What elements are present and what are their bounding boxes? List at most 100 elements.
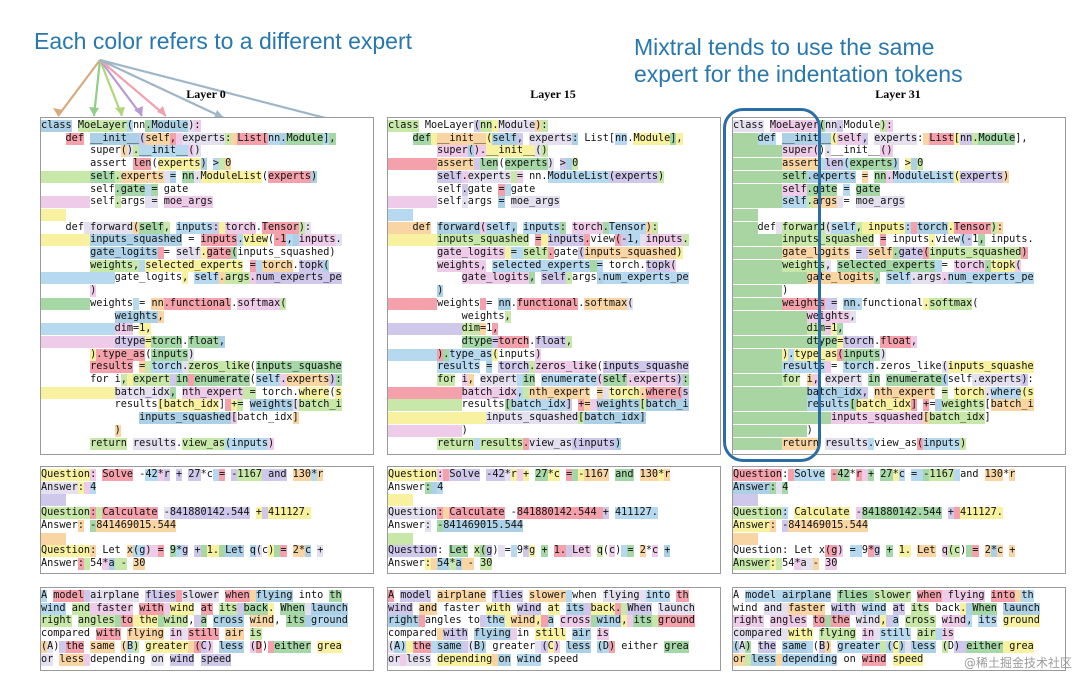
- token: [114, 557, 121, 570]
- token: 841469015.544: [443, 519, 523, 532]
- token: *: [523, 545, 530, 558]
- token: ,: [516, 386, 523, 399]
- text-line: results = torch.zeros_like(inputs_squash…: [41, 361, 342, 374]
- token: .: [596, 272, 603, 285]
- token: (: [480, 221, 487, 234]
- token: inputs: [645, 234, 683, 247]
- token: class: [41, 120, 72, 132]
- token: ,: [825, 259, 832, 272]
- token: batch_idx: [163, 399, 219, 412]
- token: (: [188, 145, 195, 158]
- token: ModuleList: [892, 170, 954, 183]
- token: =: [492, 335, 499, 348]
- layer-31-code-panel: class MoeLayer(nn.Module): def __init__(…: [732, 117, 1066, 455]
- token: self: [90, 196, 115, 208]
- token: angles: [769, 615, 807, 628]
- token: functional: [516, 297, 579, 310]
- indent-token: [733, 221, 758, 234]
- token: torch: [498, 335, 530, 348]
- token: flying: [126, 628, 164, 641]
- token: zeros_like: [535, 361, 597, 374]
- indent-token: [41, 349, 90, 361]
- text-line: for i, expert in enumerate(self.experts)…: [388, 374, 689, 386]
- token: .: [529, 361, 536, 374]
- token: Answer: [41, 519, 78, 531]
- token: [775, 481, 783, 494]
- token: [886, 615, 893, 628]
- text-line: inputs_squashed = inputs.view(-1, inputs…: [733, 234, 1034, 247]
- text-line: def __init__(self, experts: List[nn.Modu…: [733, 132, 1028, 145]
- token: ): [145, 545, 152, 558]
- token: .: [182, 361, 189, 374]
- token: (: [941, 640, 948, 653]
- token: view_as: [529, 437, 573, 450]
- text-line: Question: Calculate -841880142.544 + 411…: [388, 507, 658, 520]
- text-line: or less depending on wind speed: [733, 653, 924, 666]
- token: 42: [837, 469, 850, 481]
- token: (: [249, 361, 256, 373]
- token: where: [990, 386, 1022, 399]
- token: right: [41, 615, 72, 628]
- token: inputs_squashe: [602, 361, 689, 374]
- indent-token: [733, 374, 783, 386]
- token: .: [541, 170, 548, 182]
- token: [175, 590, 183, 602]
- token: air: [572, 628, 591, 641]
- token: 1167: [929, 469, 954, 481]
- token: s: [1027, 386, 1034, 399]
- token: self: [782, 170, 807, 183]
- text-line: ).type_as(inputs): [388, 348, 542, 361]
- token: [218, 158, 226, 171]
- token: .: [529, 335, 536, 347]
- token: [510, 545, 517, 558]
- token: [806, 640, 813, 653]
- token: self: [602, 374, 628, 386]
- token: ,: [467, 374, 474, 386]
- token: 1167: [237, 469, 262, 481]
- token: =: [504, 545, 511, 557]
- token: =: [151, 183, 158, 196]
- token: .: [1027, 234, 1034, 246]
- token: *: [1003, 469, 1010, 480]
- token: (: [837, 348, 844, 361]
- token: [825, 615, 832, 628]
- token: [: [639, 399, 646, 412]
- token: [480, 615, 487, 628]
- token: [59, 640, 66, 653]
- token: =: [219, 469, 226, 481]
- token: ): [645, 221, 652, 234]
- text-line: def __init__(self, experts: List[nn.Modu…: [41, 132, 336, 145]
- token: batch_idx: [584, 412, 640, 425]
- token: the: [139, 615, 158, 628]
- token: c: [898, 469, 905, 481]
- token: self: [145, 132, 170, 145]
- token: :: [996, 221, 1003, 234]
- token: [910, 221, 918, 234]
- token: nth_expert: [182, 386, 244, 399]
- indent-token: [41, 184, 90, 196]
- text-line: A model airplane flies slower when flyin…: [733, 590, 1034, 602]
- token: +: [317, 545, 324, 558]
- token: (: [972, 297, 979, 309]
- token: [498, 545, 505, 558]
- token: inputs_squashed: [486, 412, 579, 425]
- token: [566, 545, 573, 558]
- text-line: dim=1,: [41, 323, 152, 336]
- token: :: [77, 519, 84, 532]
- token: flying: [602, 590, 640, 602]
- token: *: [658, 469, 665, 481]
- indent-token: [388, 361, 437, 373]
- token: .: [947, 221, 954, 234]
- token: and: [71, 602, 91, 615]
- token: 42: [145, 469, 158, 481]
- token: batch_i: [645, 399, 689, 412]
- token: [: [953, 132, 961, 145]
- token: gate: [163, 183, 189, 195]
- token: [818, 158, 826, 171]
- token: gate: [855, 183, 881, 196]
- token: A: [733, 590, 740, 601]
- token: results: [90, 361, 134, 374]
- token: 411127.: [615, 507, 658, 520]
- token: =: [280, 545, 287, 558]
- token: for: [90, 374, 109, 385]
